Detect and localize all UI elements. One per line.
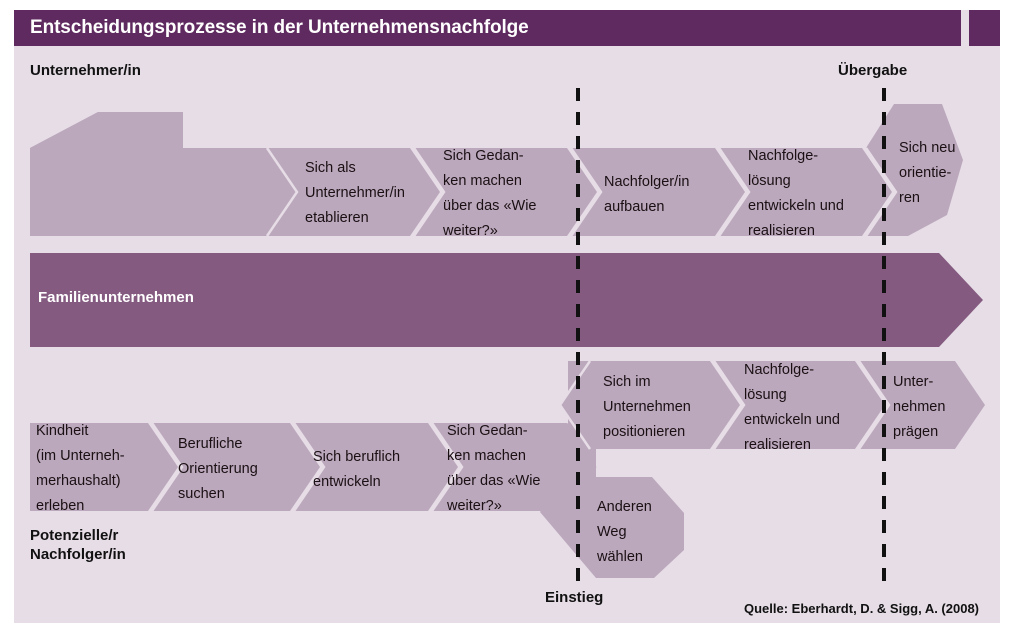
source-citation: Quelle: Eberhardt, D. & Sigg, A. (2008) [744, 601, 980, 616]
milestone-label-einstieg: Einstieg [545, 589, 604, 606]
branch-lower-step-1-text: Anderen Weg wählen [596, 499, 656, 565]
top-step-4-text: Nachfolge- lösung entwickeln und realisi… [748, 148, 848, 239]
bottom-step-3 [294, 423, 458, 511]
page-title: Entscheidungsprozesse in der Unternehmen… [30, 17, 529, 38]
bottom-step-3-text: Sich beruflich entwickeln [313, 449, 404, 490]
top-step-separators [265, 147, 898, 237]
bottom-step-1 [30, 423, 178, 511]
top-step-5-text: Sich neu orientie- ren [899, 140, 959, 206]
milestone-dividers [576, 88, 886, 588]
branch-upper-step-3 [859, 361, 985, 449]
top-step-3-text: Nachfolger/in aufbauen [604, 174, 693, 215]
header-bar [14, 10, 961, 46]
branch-upper-step-1 [560, 361, 740, 449]
top-step-5 [866, 104, 963, 236]
bottom-step-1-text: Kindheit (im Unterneh- merhaushalt) erle… [36, 423, 129, 514]
branch-upper-step-1-text: Sich im Unternehmen positionieren [603, 374, 695, 440]
top-track: Sich als Unternehmer/in etablieren Sich … [30, 104, 963, 239]
milestone-label-uebergabe: Übergabe [838, 62, 908, 79]
branch-upper: Sich im Unternehmen positionieren Nachfo… [538, 360, 985, 511]
branch-upper-step-2-text: Nachfolge- lösung entwickeln und realisi… [744, 362, 844, 453]
branch-upper-step-2 [714, 361, 885, 449]
family-business-band [30, 253, 983, 347]
branch-upper-step-3-text: Unter- nehmen prägen [893, 374, 949, 440]
top-step-2-text: Sich Gedan- ken machen über das «Wie wei… [442, 148, 541, 239]
bottom-track: Kindheit (im Unterneh- merhaushalt) erle… [30, 422, 600, 514]
bottom-step-4-text: Sich Gedan- ken machen über das «Wie wei… [446, 423, 545, 514]
top-step-4 [719, 148, 892, 236]
top-step-2 [414, 148, 597, 236]
lane-label-potenzielle-nachfolger: Potenzielle/r Nachfolger/in [30, 527, 126, 563]
family-business-band-shape [30, 253, 983, 347]
bottom-step-2 [152, 423, 320, 511]
family-business-band-label: Familienunternehmen [38, 289, 194, 306]
bottom-step-2-text: Berufliche Orientierung suchen [178, 436, 262, 502]
lane-label-unternehmer: Unternehmer/in [30, 62, 141, 79]
branch-lower: Anderen Weg wählen [540, 467, 684, 578]
top-step-1-text: Sich als Unternehmer/in etablieren [305, 160, 409, 226]
top-step-1 [267, 148, 440, 236]
header-accent-block [969, 10, 1000, 46]
top-step-3 [571, 148, 745, 236]
